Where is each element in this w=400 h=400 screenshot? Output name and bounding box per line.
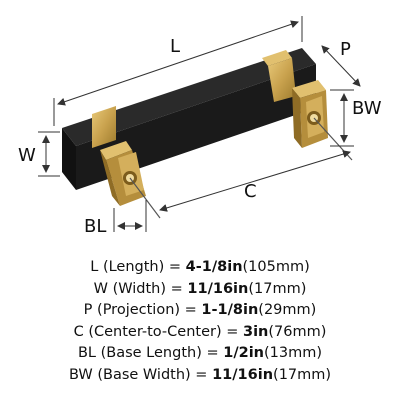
dimension-label-length: L xyxy=(170,36,180,57)
dimension-label-width: W xyxy=(18,145,36,166)
spec-width: W (Width) = 11/16in(17mm) xyxy=(93,280,307,297)
dimension-label-base-width: BW xyxy=(352,98,382,119)
left-screw-line xyxy=(129,177,161,219)
dimension-label-projection: P xyxy=(340,39,351,60)
dimension-label-center-to-center: C xyxy=(244,181,257,202)
specifications-list: L (Length) = 4-1/8in(105mm) W (Width) = … xyxy=(0,257,400,387)
spec-base-width: BW (Base Width) = 11/16in(17mm) xyxy=(68,366,332,383)
dimension-label-base-length: BL xyxy=(84,216,106,237)
spec-base-length: BL (Base Length) = 1/2in(13mm) xyxy=(77,345,323,362)
spec-center-to-center: C (Center-to-Center) = 3in(76mm) xyxy=(73,323,327,340)
spec-projection: P (Projection) = 1-1/8in(29mm) xyxy=(83,302,317,319)
dimension-lines xyxy=(38,16,361,232)
spec-length: L (Length) = 4-1/8in(105mm) xyxy=(90,259,310,275)
